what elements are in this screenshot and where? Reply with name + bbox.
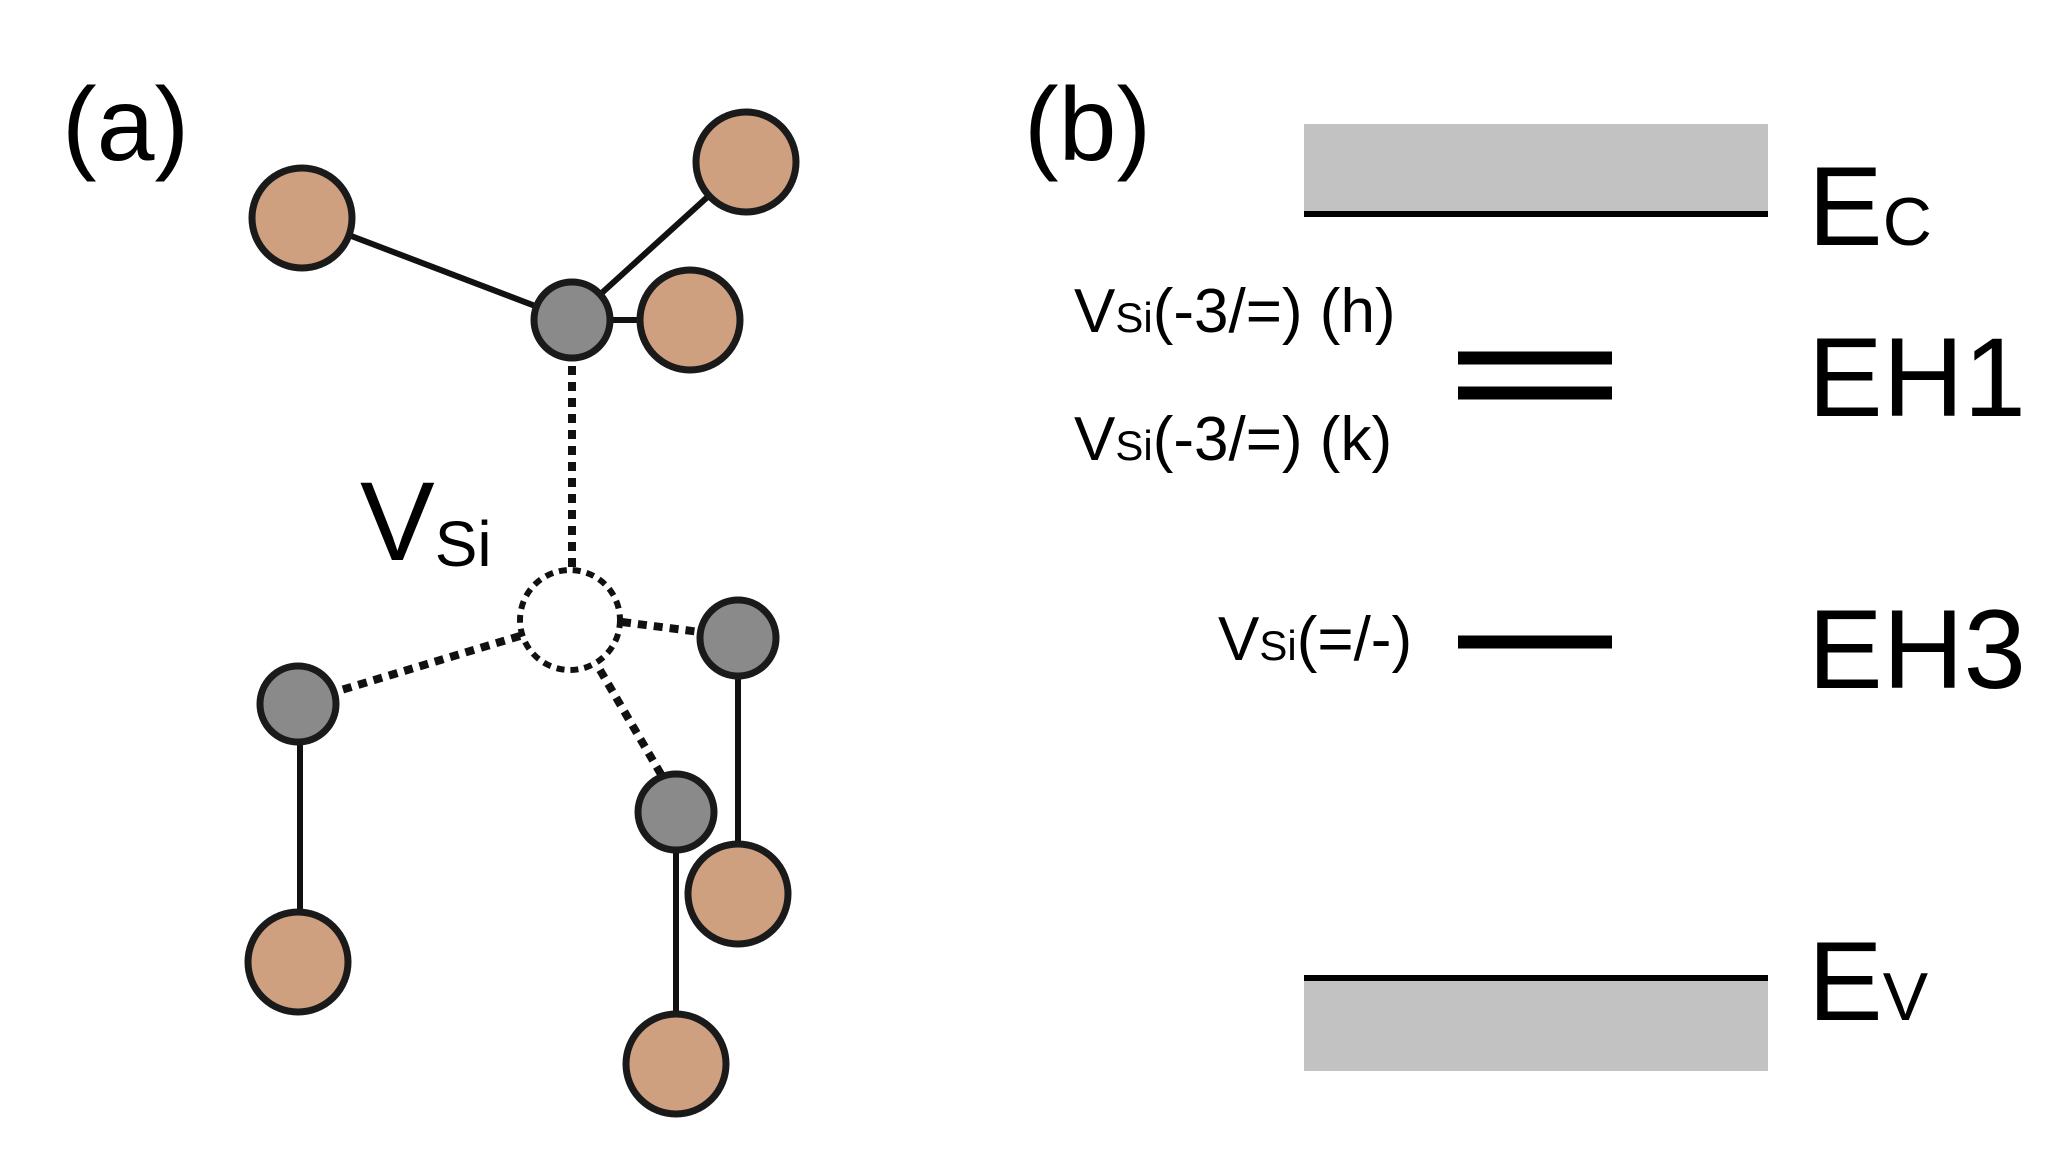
eh1-label-h-sub: Si [1115,294,1152,341]
silicon-atom-icon [530,278,614,362]
dangling-bonds [326,350,701,779]
panel-a-label: (a) [62,67,189,183]
silicon-atoms [256,278,780,854]
carbon-atom-icon [622,1010,730,1118]
eh1-label-h: VSi(-3/=) (h) [1074,277,1396,346]
eh1-name: EH1 [1808,315,2026,440]
vacancy-label-main: V [360,459,435,584]
vacancy-site-icon [517,567,623,673]
carbon-atom-icon [684,840,792,948]
silicon-atom-icon [634,770,718,854]
dangling-bond [326,632,522,698]
carbon-atom-icon [244,908,352,1016]
carbon-atom-icon [636,266,744,374]
dangling-bond [596,667,666,779]
valence-band-label-sub: V [1883,959,1929,1035]
eh1-label-k-rest: (-3/=) (k) [1153,405,1392,474]
eh3-label-rest: (=/-) [1297,605,1412,674]
eh1-label-k: VSi(-3/=) (k) [1074,405,1392,474]
eh1-label-h-main: V [1074,277,1116,346]
conduction-band [1304,124,1768,214]
eh1-label-h-rest: (-3/=) (h) [1153,277,1396,346]
valence-band-label: EV [1808,919,1929,1044]
dangling-bond [621,618,701,636]
vacancy-label-sub: Si [435,508,492,580]
vacancy-label: VSi [360,459,492,584]
eh3-label: VSi(=/-) [1218,605,1412,674]
eh3-label-main: V [1218,605,1260,674]
eh1-label-k-sub: Si [1115,422,1152,469]
carbon-atoms [244,108,800,1118]
carbon-atom-icon [692,108,800,216]
silicon-atom-icon [256,662,340,746]
valence-band-label-main: E [1808,919,1883,1044]
conduction-band-label-main: E [1808,144,1883,269]
carbon-atom-icon [248,164,356,272]
panel-b-label: (b) [1024,67,1151,183]
silicon-atom-icon [696,596,780,680]
eh3-label-sub: Si [1259,622,1296,669]
valence-band [1304,981,1768,1071]
eh3-name: EH3 [1808,587,2026,712]
panel-a: (a) [62,67,800,1118]
panel-b: (b) EC VSi(-3/=) (h) VSi(-3/=) (k) EH1 V… [1024,67,2026,1071]
conduction-band-label: EC [1808,144,1932,269]
eh1-label-k-main: V [1074,405,1116,474]
conduction-band-label-sub: C [1883,184,1932,260]
